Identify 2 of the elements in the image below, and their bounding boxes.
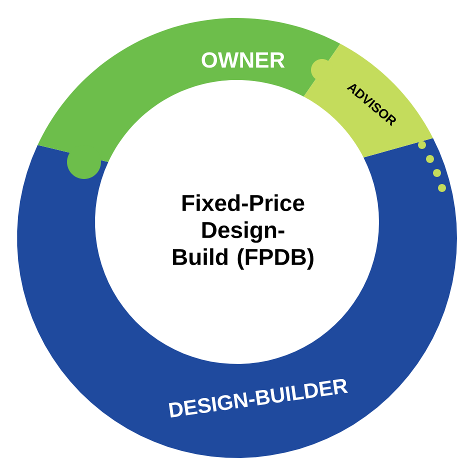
center-title: Fixed-Price Design-Build (FPDB) — [173, 194, 314, 270]
owner-band: OWNER — [38, 18, 340, 179]
